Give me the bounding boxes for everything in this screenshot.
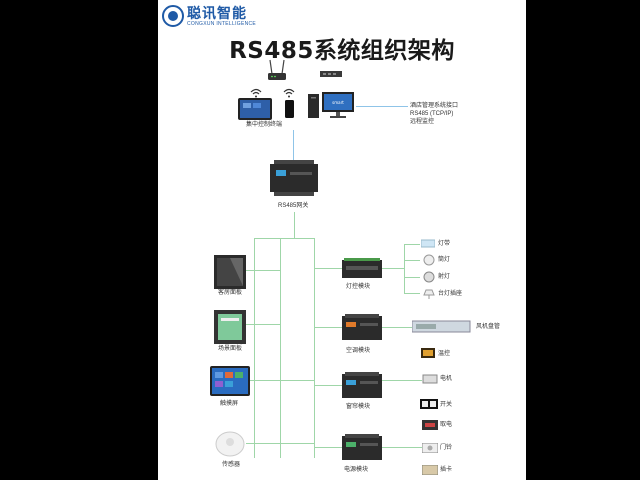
thermostat-icon — [421, 348, 435, 358]
lighting-module-icon — [342, 258, 382, 278]
phone-icon — [285, 100, 294, 118]
bus-left-trunk — [254, 238, 255, 458]
central-control-label: 集中控制终端 — [246, 122, 283, 128]
lighting-out-2 — [404, 260, 420, 261]
curtain-display-label: 开关 — [440, 402, 453, 408]
tablet-icon — [238, 98, 272, 120]
out-3-label: 射灯 — [438, 274, 451, 280]
brand-logo-icon — [162, 5, 184, 27]
bus-trunk-top — [294, 212, 295, 238]
scene-panel-icon — [214, 310, 246, 344]
bus-branch-scene-panel — [246, 324, 280, 325]
curtain-module-icon — [342, 372, 382, 398]
lighting-out-4 — [404, 293, 420, 294]
curtain-motor-icon — [422, 374, 438, 384]
bus-branch-room-panel — [246, 270, 280, 271]
spotlight-icon — [423, 271, 435, 283]
power-2-label: 门铃 — [440, 445, 453, 451]
pc-note-1: 酒店管理系统接口 — [410, 103, 459, 109]
out-4-label: 台灯插座 — [438, 291, 463, 297]
lighting-out-vertical — [404, 244, 405, 294]
touch-screen-label: 触摸屏 — [220, 401, 239, 407]
doorbell-icon — [422, 443, 438, 453]
wifi-router-icon — [268, 59, 286, 80]
bus-branch-power — [314, 447, 342, 448]
bus-branch-ac — [314, 327, 342, 328]
room-panel-label: 客房面板 — [218, 290, 243, 296]
lamp-icon — [423, 289, 435, 299]
pc-tower-icon — [308, 94, 319, 118]
lighting-out-3 — [404, 277, 420, 278]
curtain-motor-label: 电机 — [440, 376, 453, 382]
power-1-label: 取电 — [440, 422, 453, 428]
curtain-module-label: 窗帘模块 — [346, 404, 371, 410]
monitor-icon: smart — [322, 92, 354, 118]
lighting-out-1 — [404, 244, 420, 245]
pc-note-3: 远程监控 — [410, 119, 435, 125]
net-line-right — [356, 106, 408, 107]
sensor-icon — [215, 431, 245, 457]
network-switch-icon — [320, 71, 342, 77]
lighting-out-trunk — [382, 268, 404, 269]
power-3-label: 插卡 — [440, 467, 453, 473]
svg-text:smart: smart — [332, 100, 344, 105]
bus-horizontal-top — [254, 238, 314, 239]
brand-name: 聪讯智能 — [187, 4, 247, 21]
power-socket-icon — [422, 420, 438, 430]
wifi-icon — [250, 88, 262, 98]
gateway-label: RS485网关 — [278, 203, 309, 209]
ac-display-label: 温控 — [438, 351, 451, 357]
scene-panel-label: 场景面板 — [218, 346, 243, 352]
bus-mid-trunk — [280, 238, 281, 458]
wifi-icon-2 — [283, 88, 295, 98]
net-line-gateway — [293, 130, 294, 160]
curtain-out-line — [382, 380, 422, 381]
led-strip-icon — [421, 239, 435, 248]
lighting-module-label: 灯控模块 — [346, 284, 371, 290]
downlight-icon — [423, 254, 435, 266]
ac-out-line — [382, 327, 412, 328]
page-title: RS485系统组织架构 — [229, 38, 455, 64]
bus-branch-sensor — [246, 443, 314, 444]
gateway-device-icon — [270, 160, 318, 196]
bus-branch-curtain — [314, 385, 342, 386]
touch-screen-icon — [210, 366, 250, 396]
curtain-switch-icon — [420, 399, 438, 409]
ac-module-icon — [342, 314, 382, 340]
power-out-line — [382, 447, 422, 448]
fan-coil-label: 风机盘管 — [476, 324, 501, 330]
pc-note-2: RS485 (TCP/IP) — [410, 111, 454, 117]
card-switch-icon — [422, 465, 438, 475]
out-2-label: 筒灯 — [438, 257, 451, 263]
architecture-diagram: 聪讯智能 CONGXUN INTELLIGENCE RS485系统组织架构 — [158, 0, 526, 480]
room-panel-icon — [214, 255, 246, 289]
bus-branch-lighting — [314, 268, 342, 269]
power-module-label: 电源模块 — [344, 467, 369, 473]
sensor-label: 传感器 — [222, 462, 241, 468]
ac-module-label: 空调模块 — [346, 348, 371, 354]
bus-right-trunk — [314, 238, 315, 458]
bus-branch-touch-screen — [250, 380, 314, 381]
out-1-label: 灯带 — [438, 241, 451, 247]
power-module-icon — [342, 434, 382, 460]
brand-subtitle: CONGXUN INTELLIGENCE — [187, 20, 257, 27]
fan-coil-icon — [412, 320, 471, 333]
brand-logo: 聪讯智能 CONGXUN INTELLIGENCE — [162, 5, 256, 27]
